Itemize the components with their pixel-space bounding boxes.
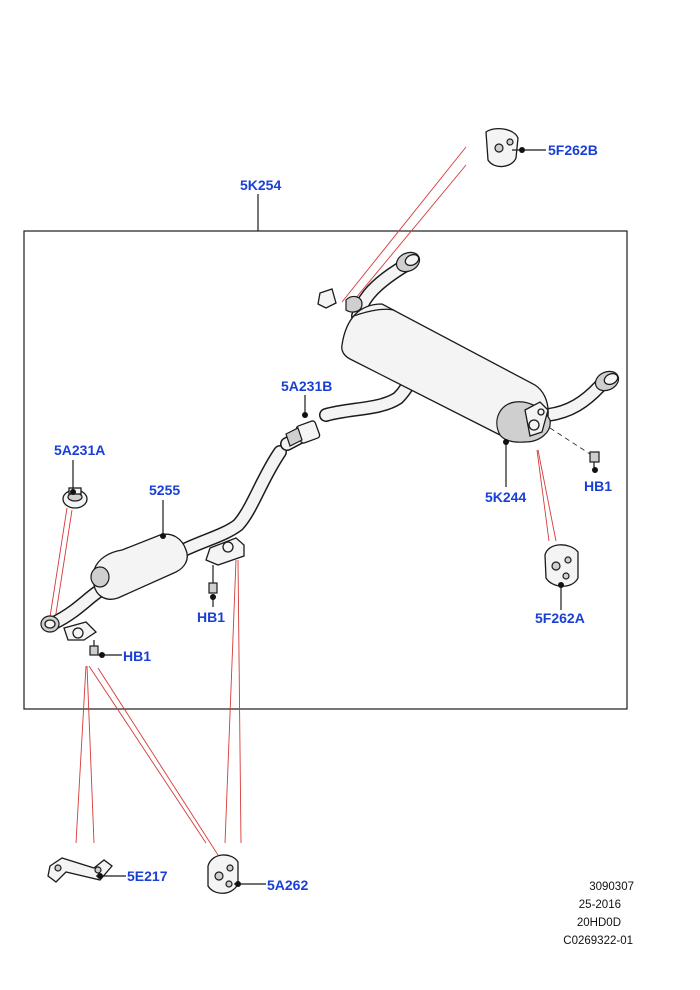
callout-5a262: 5A262 [267, 877, 308, 893]
tailpipe-tips [395, 251, 620, 392]
callout-5f262b: 5F262B [548, 142, 598, 158]
front-tail-hanger [317, 288, 363, 313]
insulator-5f262b [485, 127, 519, 168]
reference-line-2: 25-2016 [579, 899, 621, 911]
pipe-clamp-5a231b [285, 420, 321, 447]
red-leader-lines [49, 146, 557, 856]
callout-leaders [70, 147, 598, 887]
callout-5k254: 5K254 [240, 177, 281, 193]
front-pipe-flange [40, 615, 99, 656]
callout-hb1-right: HB1 [584, 478, 612, 494]
mid-hanger-bracket [205, 537, 245, 594]
rear-hanger-bracket [524, 401, 549, 437]
reference-line-4: C0269322-01 [563, 935, 633, 947]
assembly-frame [23, 230, 628, 710]
reference-line-3: 20HD0D [577, 917, 621, 929]
centre-silencer [90, 533, 188, 600]
hb1-bolt-right [549, 427, 600, 470]
bracket-5e217 [47, 857, 113, 883]
callout-5k244: 5K244 [485, 489, 526, 505]
callout-5a231b: 5A231B [281, 378, 332, 394]
insulator-5a262 [207, 854, 239, 894]
callout-5255: 5255 [149, 482, 180, 498]
callout-hb1-mid: HB1 [197, 609, 225, 625]
callout-5f262a: 5F262A [535, 610, 585, 626]
callout-hb1-left: HB1 [123, 648, 151, 664]
reference-block: 3090307 25-2016 20HD0D C0269322-01 [563, 881, 634, 947]
rear-silencer [341, 303, 551, 443]
insulator-5f262a [544, 544, 579, 587]
callout-5e217: 5E217 [127, 868, 168, 884]
reference-line-1: 3090307 [589, 881, 634, 893]
callout-5a231a: 5A231A [54, 442, 105, 458]
